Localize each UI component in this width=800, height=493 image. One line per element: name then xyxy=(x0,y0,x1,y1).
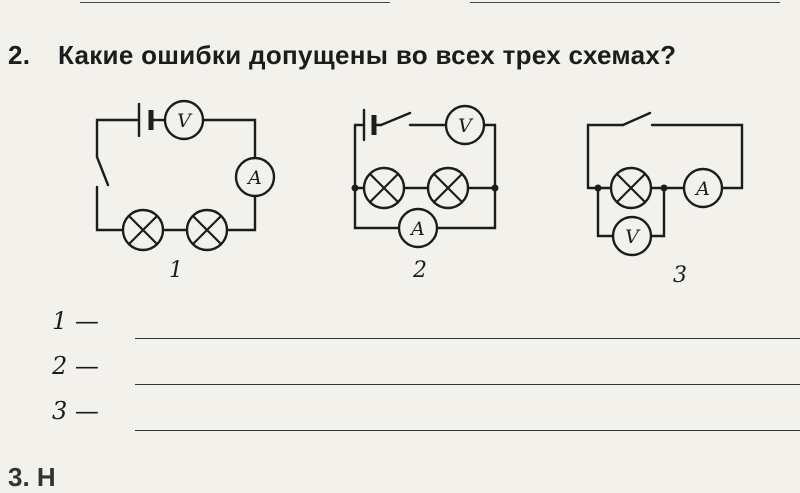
diagram-2-wire-left-down xyxy=(353,123,400,230)
diagram-3-ammeter xyxy=(682,167,724,209)
answer-row-3-label: 3 — xyxy=(52,397,99,425)
diagram-1-voltmeter-label: V xyxy=(177,110,193,132)
diagram-2-voltmeter-label: V xyxy=(458,115,474,137)
question-2: 2. Какие ошибки допущены во всех трех схе… xyxy=(8,40,676,71)
answer-line-3[interactable] xyxy=(135,430,800,431)
next-question-partial: 3. Н xyxy=(8,462,56,492)
diagram-3-junction-left xyxy=(594,184,602,192)
diagram-3-junction-right xyxy=(660,184,668,192)
top-rule-left xyxy=(80,2,390,3)
diagram-1-ammeter-label: A xyxy=(246,167,262,189)
diagram-2-ammeter xyxy=(397,207,439,249)
answer-line-1[interactable] xyxy=(135,338,800,339)
answer-line-2[interactable] xyxy=(135,384,800,385)
diagram-3-lamp-cross-b xyxy=(616,173,646,203)
diagram-3-ammeter-label: A xyxy=(694,178,710,200)
question-text: Какие ошибки допущены во всех трех схема… xyxy=(58,40,677,70)
circuit-diagram-1: V A 1 xyxy=(95,99,276,283)
circuit-diagrams: V A 1 V xyxy=(95,99,744,288)
diagram-2-junction-left xyxy=(351,184,359,192)
diagram-2-voltmeter xyxy=(444,104,486,146)
diagram-1-ammeter xyxy=(234,156,276,198)
diagram-2-switch xyxy=(379,111,412,127)
question-number: 2. xyxy=(8,40,31,70)
diagram-1-lamp-1-cross-b xyxy=(128,215,158,245)
diagram-2-caption: 2 xyxy=(412,258,427,283)
diagram-3-wire-voltmeter-left xyxy=(596,186,615,238)
diagram-1-lamp-2-cross-b xyxy=(192,215,222,245)
diagram-2-ammeter-label: A xyxy=(409,218,425,240)
diagram-1-wire-bottom-left xyxy=(95,185,125,232)
top-rule-right xyxy=(470,2,780,3)
circuit-diagram-2: V A 2 xyxy=(351,104,499,283)
diagram-1-switch xyxy=(95,155,110,187)
diagram-2-wire-voltmeter-right xyxy=(436,123,497,230)
diagram-1-wire-ammeter-down xyxy=(225,194,257,232)
circuit-diagram-3: A V 3 xyxy=(586,111,744,288)
diagram-2-lamp-1-cross-b xyxy=(369,173,399,203)
diagram-3-wire-top-left xyxy=(586,123,625,190)
diagram-1-voltmeter xyxy=(163,99,205,141)
answer-row-2-label: 2 — xyxy=(52,352,99,380)
diagram-3-voltmeter-label: V xyxy=(625,226,641,248)
diagram-3-voltmeter xyxy=(611,215,653,257)
diagram-3-wire-voltmeter-right xyxy=(649,186,666,238)
diagram-3-caption: 3 xyxy=(673,263,687,288)
diagram-1-caption: 1 xyxy=(169,258,183,283)
diagram-1-wire-voltmeter-right xyxy=(201,118,257,160)
answer-row-1-label: 1 — xyxy=(52,307,99,335)
diagram-2-junction-right xyxy=(491,184,499,192)
diagram-3-wire-top-right xyxy=(650,123,744,190)
diagram-3-switch xyxy=(621,111,652,127)
diagram-2-lamp-2-cross-b xyxy=(433,173,463,203)
